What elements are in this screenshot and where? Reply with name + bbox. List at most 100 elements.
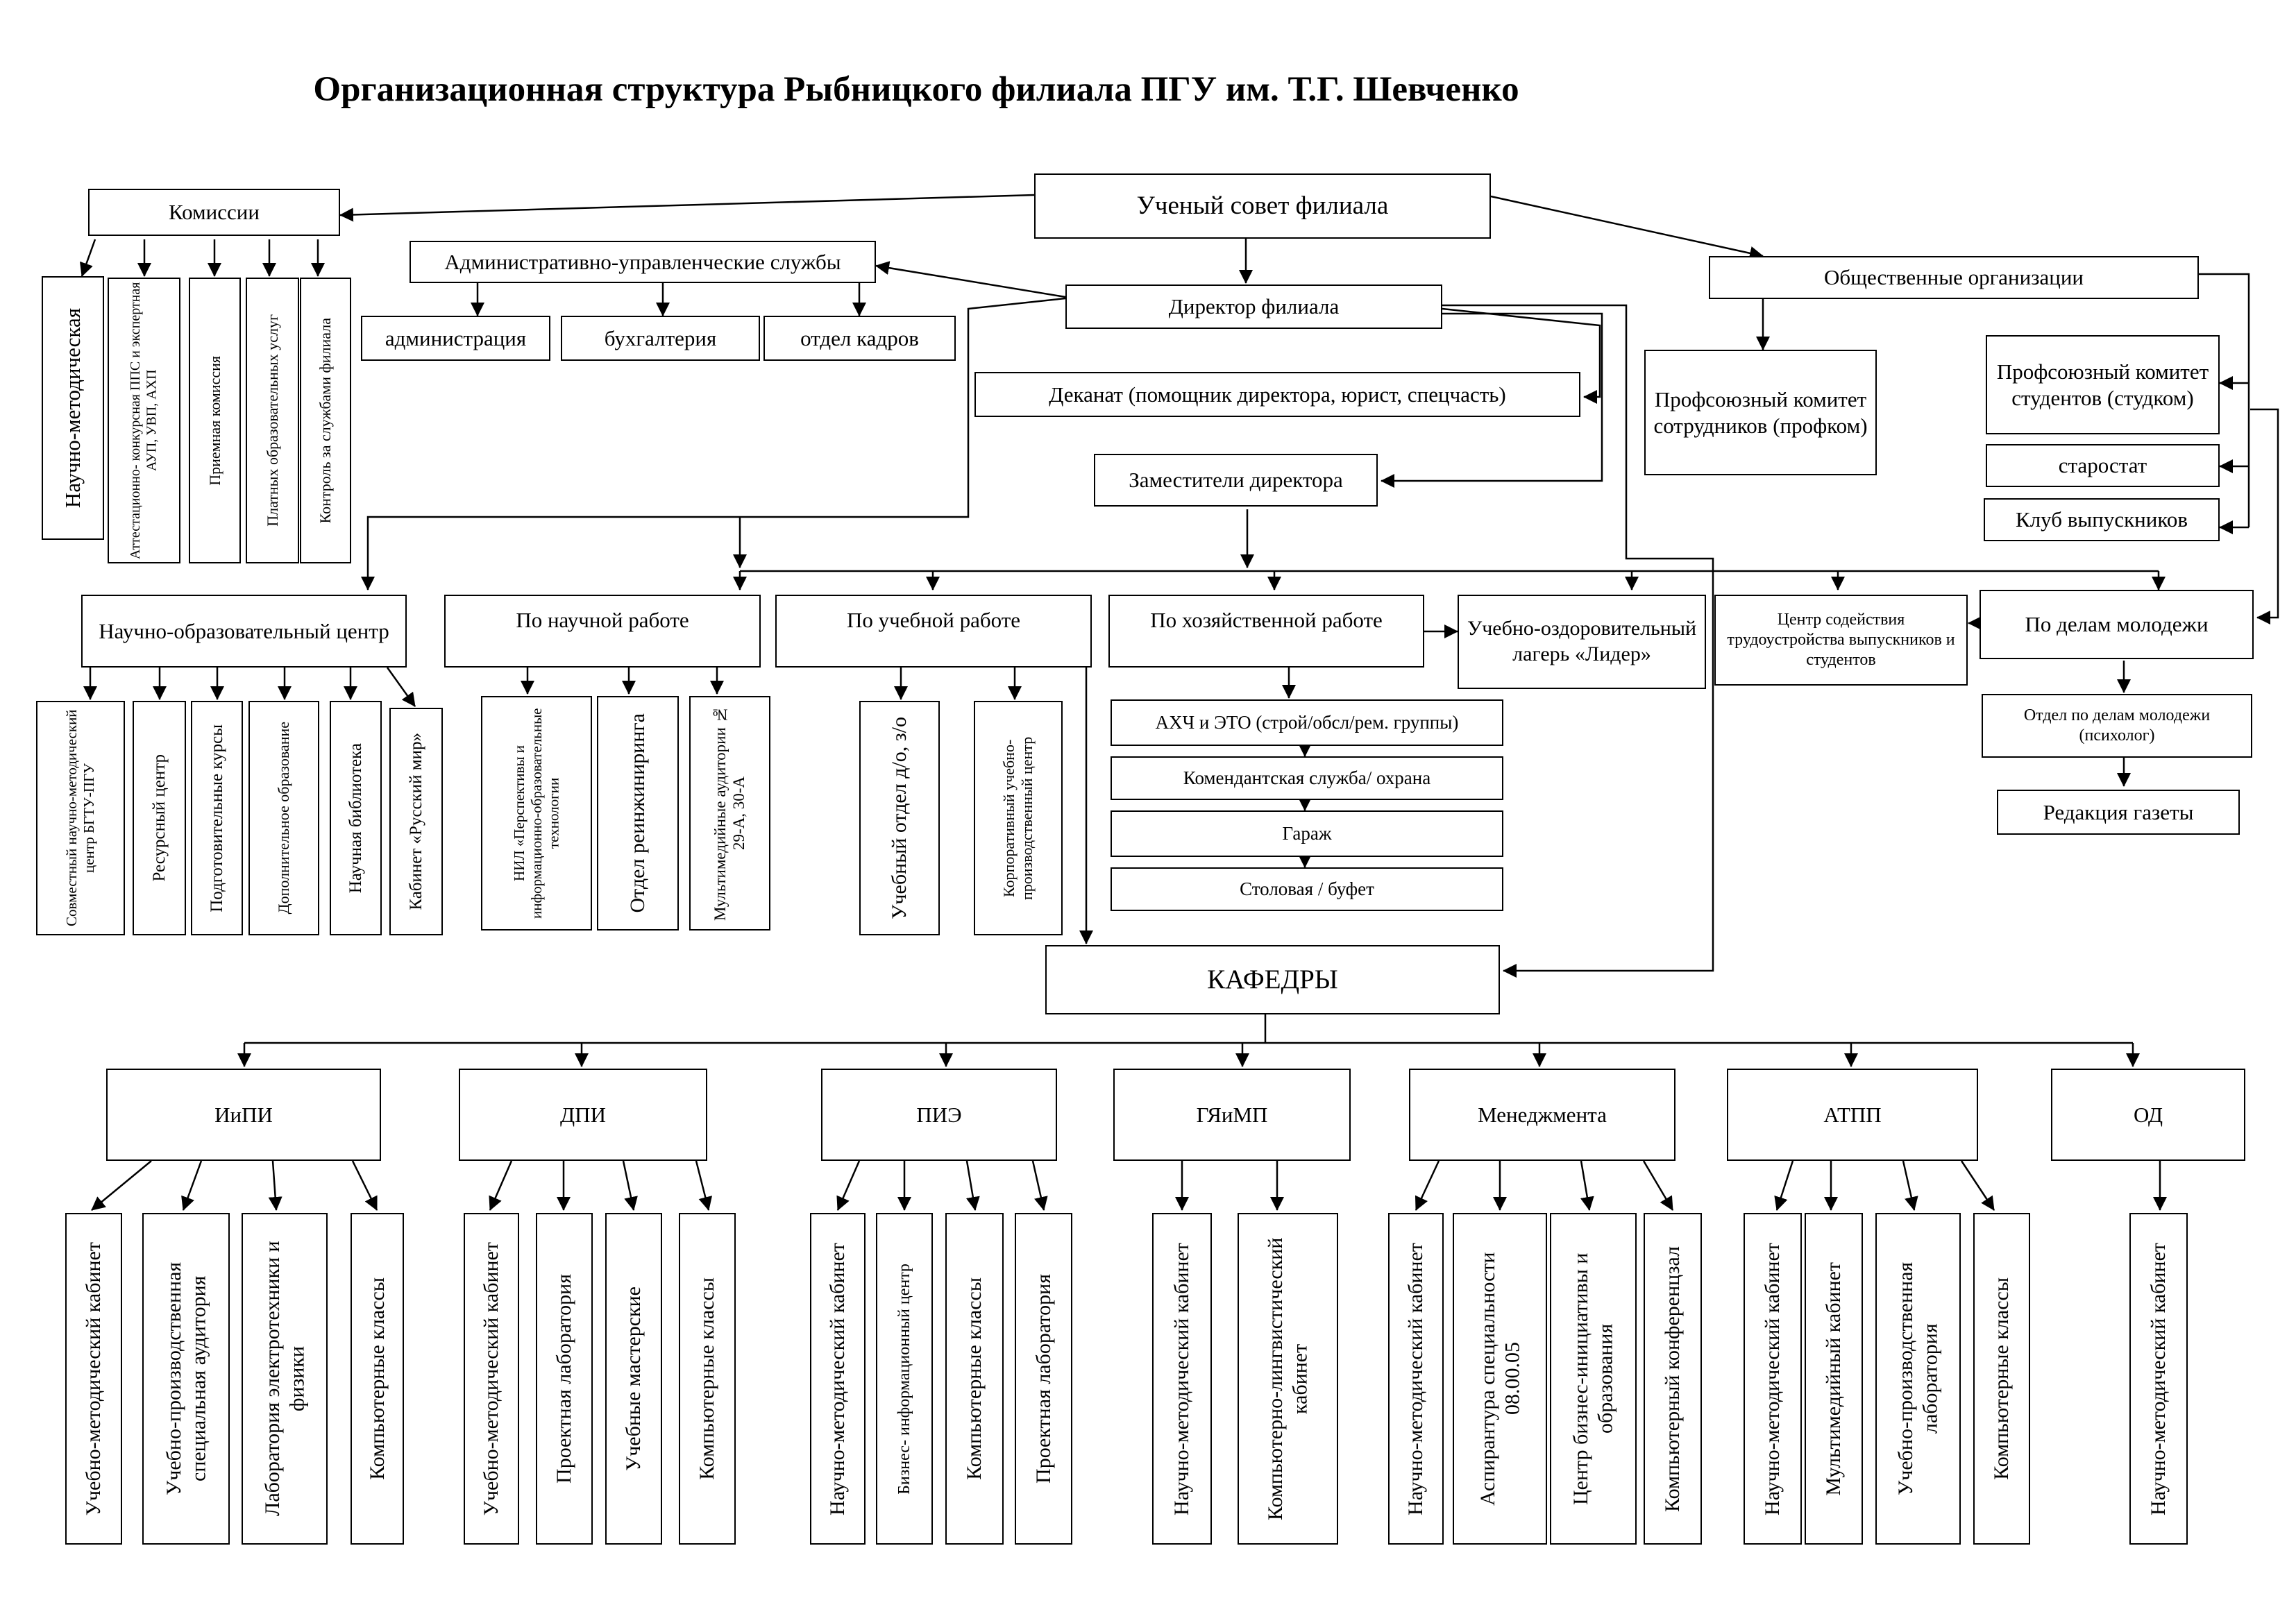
- edu-center-item-label: Научная библиотека: [346, 742, 365, 894]
- chair-pie-item-4: Проектная лаборатория: [1015, 1213, 1072, 1545]
- teaching-item-label: Корпоративный учебно-производственный це…: [1000, 736, 1036, 900]
- chair-od: ОД: [2051, 1069, 2245, 1161]
- employment-center-box: Центр содействия трудоустройства выпускн…: [1714, 595, 1968, 686]
- chair-item-label: Компьютерно-лингвистический кабинет: [1264, 1237, 1312, 1520]
- edu-center-item-3: Подготовительные курсы: [191, 701, 243, 935]
- deputy-directors-box: Заместители директора: [1094, 454, 1378, 507]
- commission-item-5: Контроль за службами филиала: [300, 278, 351, 563]
- teaching-item-label: Учебный отдел д/о, з/о: [888, 717, 911, 919]
- chair-gyaimp: ГЯиМП: [1113, 1069, 1351, 1161]
- alumni-club-box: Клуб выпускников: [1984, 498, 2220, 541]
- page-title: Организационная структура Рыбницкого фил…: [313, 70, 1519, 109]
- chair-item-label: Научно-методический кабинет: [826, 1242, 850, 1515]
- edu-center-item-4: Дополнительное образование: [248, 701, 319, 935]
- chair-management-item-2: Аспирантура специальности 08.00.05: [1453, 1213, 1547, 1545]
- chair-item-label: Научно-методический кабинет: [1761, 1242, 1784, 1515]
- chair-dpi-item-3: Учебные мастерские: [605, 1213, 662, 1545]
- staff-trade-union-box: Профсоюзный комитет сотрудников (профком…: [1644, 350, 1877, 475]
- chair-item-label: Учебно-методический кабинет: [82, 1241, 105, 1516]
- teaching-item-2: Корпоративный учебно-производственный це…: [974, 701, 1063, 935]
- edu-center-item-5: Научная библиотека: [330, 701, 382, 935]
- research-item-1: НИЛ «Перспективы и информационно-образов…: [481, 696, 592, 931]
- admin-item-accounting: бухгалтерия: [561, 316, 760, 361]
- chair-item-label: Научно-методический кабинет: [1170, 1242, 1194, 1515]
- economic-item-2: Комендантская служба/ охрана: [1111, 756, 1503, 800]
- chair-item-label: Мультимедийный кабинет: [1822, 1261, 1846, 1496]
- chair-atpp: АТПП: [1727, 1069, 1978, 1161]
- youth-department-box: Отдел по делам молодежи (психолог): [1982, 694, 2252, 758]
- research-item-2: Отдел реинжиниринга: [597, 696, 679, 931]
- chair-item-label: Научно-методический кабинет: [1404, 1242, 1428, 1515]
- chair-dpi-item-1: Учебно-методический кабинет: [464, 1213, 519, 1545]
- chair-item-label: Центр бизнес-инициативы и образования: [1569, 1252, 1617, 1505]
- chair-od-item-1: Научно-методический кабинет: [2129, 1213, 2188, 1545]
- chair-iipi-item-1: Учебно-методический кабинет: [65, 1213, 122, 1545]
- chair-item-label: Компьютерный конференцзал: [1661, 1246, 1685, 1512]
- commission-item-label: Контроль за службами филиала: [316, 317, 335, 524]
- chair-item-label: Бизнес- информационный центр: [895, 1263, 913, 1495]
- chair-pie-item-1: Научно-методический кабинет: [810, 1213, 866, 1545]
- commission-item-3: Приемная комиссия: [189, 278, 241, 563]
- chair-item-label: Компьютерные классы: [695, 1277, 719, 1480]
- deans-office-box: Деканат (помощник директора, юрист, спец…: [974, 372, 1580, 417]
- economic-item-3: Гараж: [1111, 810, 1503, 857]
- admin-services-box: Административно-управленческие службы: [410, 241, 876, 283]
- chair-pie-item-2: Бизнес- информационный центр: [876, 1213, 933, 1545]
- edu-center-item-label: Подготовительные курсы: [207, 724, 226, 912]
- chair-management-item-3: Центр бизнес-инициативы и образования: [1550, 1213, 1637, 1545]
- chair-pie-item-3: Компьютерные классы: [945, 1213, 1004, 1545]
- teaching-work-box: По учебной работе: [775, 595, 1092, 668]
- chair-atpp-item-2: Мультимедийный кабинет: [1805, 1213, 1863, 1545]
- commission-item-label: Аттестационно- конкурсная ППС и экспертн…: [127, 282, 160, 559]
- public-organizations-box: Общественные организации: [1709, 256, 2199, 299]
- chair-iipi-item-3: Лаборатория электротехники и физики: [242, 1213, 328, 1545]
- commission-item-1: Научно-методическая: [42, 276, 104, 540]
- chair-management: Менеджмента: [1409, 1069, 1675, 1161]
- chair-item-label: Учебно-методический кабинет: [480, 1241, 503, 1516]
- chair-atpp-item-4: Компьютерные классы: [1973, 1213, 2030, 1545]
- student-trade-union-box: Профсоюзный комитет студентов (студком): [1986, 335, 2220, 434]
- edu-center-item-1: Совместный научно-методический центр БГТ…: [36, 701, 125, 935]
- chair-dpi: ДПИ: [459, 1069, 707, 1161]
- teaching-item-1: Учебный отдел д/о, з/о: [859, 701, 940, 935]
- chair-iipi-item-4: Компьютерные классы: [351, 1213, 404, 1545]
- chair-iipi: ИиПИ: [106, 1069, 381, 1161]
- commission-item-label: Приемная комиссия: [205, 355, 223, 486]
- starostat-box: старостат: [1986, 444, 2220, 487]
- research-item-label: НИЛ «Перспективы и информационно-образов…: [510, 708, 562, 919]
- edu-center-item-label: Ресурсный центр: [149, 754, 169, 882]
- chair-item-label: Аспирантура специальности 08.00.05: [1476, 1252, 1523, 1506]
- chair-management-item-4: Компьютерный конференцзал: [1644, 1213, 1702, 1545]
- chair-item-label: Учебные мастерские: [622, 1286, 645, 1472]
- commissions-box: Комиссии: [88, 189, 340, 236]
- chair-atpp-item-1: Научно-методический кабинет: [1744, 1213, 1802, 1545]
- chair-item-label: Компьютерные классы: [365, 1277, 389, 1480]
- newspaper-box: Редакция газеты: [1997, 790, 2240, 835]
- chair-atpp-item-3: Учебно-производственная лаборатория: [1875, 1213, 1961, 1545]
- commission-item-label: Платных образовательных услуг: [263, 314, 281, 527]
- edu-center-item-2: Ресурсный центр: [133, 701, 186, 935]
- edu-center-item-label: Кабинет «Русский мир»: [406, 733, 425, 910]
- chair-item-label: Учебно-производственная специальная ауди…: [162, 1261, 210, 1496]
- chair-item-label: Проектная лаборатория: [552, 1274, 576, 1484]
- chair-item-label: Проектная лаборатория: [1031, 1274, 1055, 1484]
- admin-item-administration: администрация: [361, 316, 550, 361]
- economic-item-1: АХЧ и ЭТО (строй/обсл/рем. группы): [1111, 699, 1503, 746]
- chair-management-item-1: Научно-методический кабинет: [1388, 1213, 1444, 1545]
- chair-item-label: Компьютерные классы: [1990, 1277, 2014, 1480]
- economic-item-4: Столовая / буфет: [1111, 867, 1503, 911]
- research-work-box: По научной работе: [444, 595, 761, 668]
- commission-item-2: Аттестационно- конкурсная ППС и экспертн…: [108, 278, 180, 563]
- chair-dpi-item-2: Проектная лаборатория: [536, 1213, 593, 1545]
- research-item-label: Отдел реинжиниринга: [626, 713, 650, 913]
- edu-center-item-label: Совместный научно-методический центр БГТ…: [63, 709, 97, 927]
- summer-camp-box: Учебно-оздоровительный лагерь «Лидер»: [1458, 595, 1706, 689]
- chair-item-label: Компьютерные классы: [963, 1277, 986, 1480]
- chair-item-label: Лаборатория электротехники и физики: [260, 1241, 308, 1517]
- edu-center-box: Научно-образовательный центр: [81, 595, 407, 668]
- research-item-label: Мультимедийные аудитории № 29-А, 30-А: [711, 706, 748, 921]
- economic-work-box: По хозяйственной работе: [1108, 595, 1424, 668]
- chair-pie: ПИЭ: [821, 1069, 1057, 1161]
- chair-gyaimp-item-1: Научно-методический кабинет: [1152, 1213, 1212, 1545]
